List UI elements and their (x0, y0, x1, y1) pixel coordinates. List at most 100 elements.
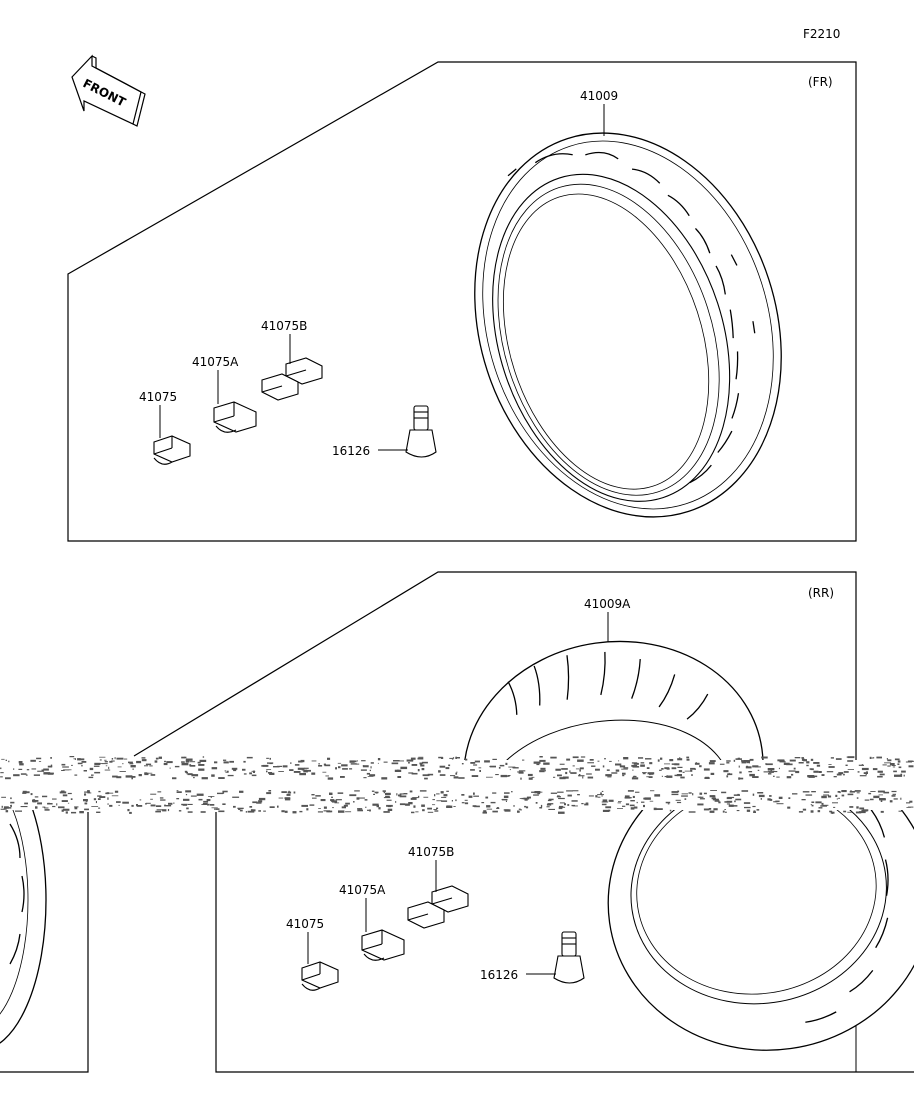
noise-speck (868, 792, 872, 795)
noise-speck (618, 760, 620, 762)
noise-speck (381, 777, 388, 780)
noise-speck (383, 797, 391, 799)
noise-speck (155, 757, 159, 760)
noise-speck (703, 808, 709, 811)
noise-speck (675, 799, 681, 801)
noise-speck (714, 800, 720, 802)
noise-speck (411, 772, 418, 775)
front-direction-arrow-icon: FRONT (71, 54, 146, 127)
noise-speck (671, 793, 679, 796)
noise-speck (74, 758, 76, 760)
noise-speck (555, 768, 561, 771)
noise-speck (318, 763, 320, 765)
noise-speck (440, 791, 444, 794)
noise-speck (108, 792, 114, 794)
noise-speck (190, 795, 197, 797)
noise-speck (353, 801, 355, 803)
noise-speck (252, 770, 255, 773)
noise-speck (377, 758, 381, 761)
noise-speck (849, 806, 854, 808)
noise-speck (301, 804, 308, 807)
noise-speck (474, 760, 480, 763)
front-tire-part-number: 41009 (580, 89, 618, 103)
noise-speck (895, 774, 903, 777)
noise-speck (783, 762, 790, 765)
noise-speck (184, 756, 187, 759)
noise-speck (145, 763, 152, 766)
noise-speck (187, 803, 193, 805)
rear-weight-a-part-number: 41075A (339, 883, 386, 897)
noise-speck (58, 806, 65, 809)
noise-speck (41, 769, 44, 772)
noise-speck (793, 767, 796, 770)
noise-speck (138, 774, 142, 777)
noise-speck (736, 810, 740, 812)
noise-speck (728, 772, 730, 774)
noise-speck (164, 805, 172, 807)
noise-speck (338, 810, 345, 813)
noise-speck (105, 765, 108, 767)
noise-speck (653, 807, 657, 811)
noise-speck (856, 797, 859, 799)
noise-speck (163, 763, 168, 766)
noise-speck (245, 811, 247, 813)
noise-speck (114, 790, 119, 793)
noise-speck (508, 775, 511, 776)
noise-speck (832, 802, 838, 804)
noise-speck (873, 795, 880, 799)
noise-speck (676, 801, 682, 804)
noise-speck (349, 768, 353, 770)
noise-speck (145, 803, 147, 805)
noise-speck (671, 791, 678, 793)
noise-speck (557, 774, 562, 777)
noise-speck (646, 767, 650, 769)
noise-speck (298, 760, 303, 763)
noise-speck (558, 806, 563, 810)
noise-speck (749, 761, 750, 764)
noise-speck (830, 757, 834, 759)
noise-speck (713, 808, 718, 811)
noise-speck (845, 764, 848, 766)
noise-speck (479, 770, 481, 772)
noise-speck (423, 796, 429, 798)
noise-speck (408, 762, 410, 764)
noise-speck (450, 775, 456, 777)
noise-speck (865, 771, 868, 773)
noise-speck (311, 794, 315, 796)
noise-speck (183, 798, 190, 801)
noise-speck (876, 756, 882, 759)
noise-speck (688, 811, 696, 813)
noise-speck (154, 760, 158, 763)
noise-speck (184, 770, 188, 773)
noise-speck (879, 773, 885, 776)
noise-speck (258, 800, 263, 803)
noise-speck (421, 804, 425, 807)
noise-speck (361, 760, 366, 762)
noise-speck (631, 764, 638, 767)
noise-speck (565, 771, 568, 775)
noise-speck (210, 796, 212, 798)
noise-speck (20, 806, 28, 808)
noise-speck (294, 764, 300, 766)
noise-speck (383, 811, 390, 813)
noise-speck (10, 804, 12, 808)
noise-speck (577, 794, 580, 796)
noise-speck (601, 790, 604, 792)
noise-speck (557, 795, 560, 797)
noise-speck (566, 758, 571, 761)
noise-speck (67, 802, 70, 804)
noise-speck (640, 762, 645, 764)
noise-speck (809, 768, 812, 770)
noise-speck (458, 777, 465, 779)
noise-speck (537, 792, 541, 795)
noise-speck (521, 797, 525, 800)
noise-speck (531, 776, 535, 778)
noise-speck (726, 760, 731, 762)
noise-speck (830, 811, 835, 814)
noise-speck (567, 804, 570, 806)
figure-code: F2210 (803, 27, 840, 41)
noise-speck (206, 799, 211, 802)
noise-speck (391, 762, 399, 765)
noise-speck (630, 807, 635, 810)
noise-speck (644, 797, 651, 800)
